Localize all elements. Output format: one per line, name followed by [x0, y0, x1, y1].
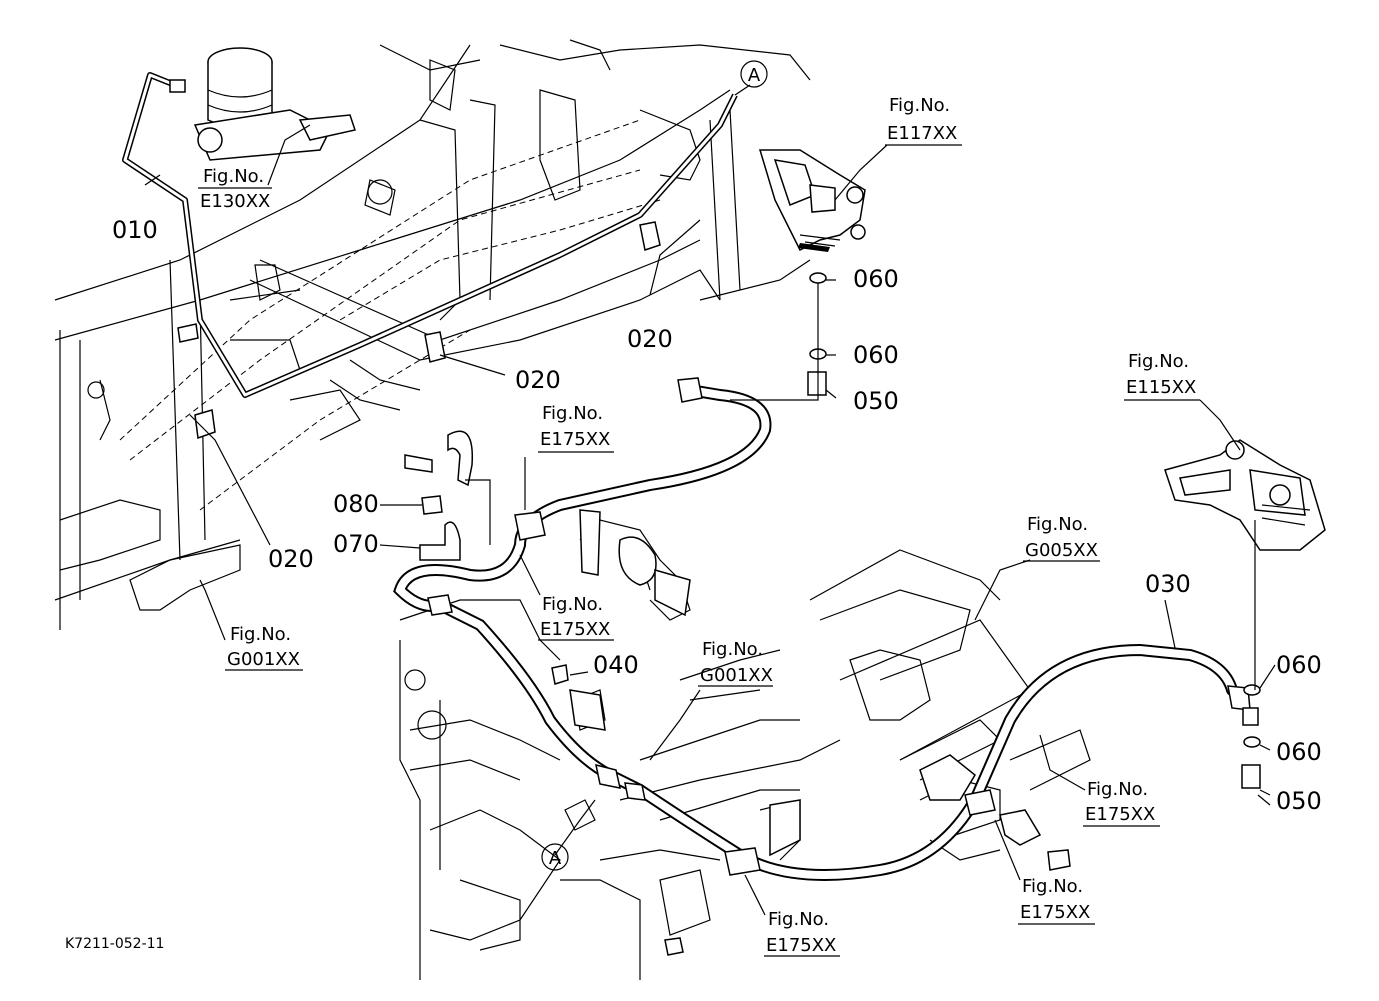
fig-ref-e175-upper: Fig.No. E175XX [538, 403, 614, 453]
fig-number: E117XX [887, 123, 957, 144]
callout-060-c: 060 [1276, 651, 1322, 679]
frame-structure [54, 39, 811, 630]
fig-ref-e130: Fig.No. E130XX [198, 166, 272, 212]
marker-a-upper: A [748, 65, 761, 86]
fig-label: Fig.No. [702, 639, 763, 660]
callout-060-d: 060 [1276, 738, 1322, 766]
callout-070: 070 [333, 530, 379, 558]
fig-number: E175XX [766, 935, 836, 956]
bolts-washers [807, 272, 1261, 789]
master-cylinder [169, 47, 356, 161]
callout-020-upper: 020 [627, 325, 673, 353]
fig-number: E130XX [200, 191, 270, 212]
fig-ref-e175-middle: Fig.No. E175XX [538, 594, 614, 641]
brake-pipe-010 [122, 72, 738, 398]
bolt-040 [551, 664, 606, 731]
fig-ref-g005: Fig.No. G005XX [1023, 514, 1100, 562]
fig-label: Fig.No. [542, 403, 603, 424]
callout-080: 080 [333, 490, 379, 518]
callout-060-a: 060 [853, 265, 899, 293]
callout-020-lower: 020 [268, 545, 314, 573]
fig-number: E175XX [1085, 804, 1155, 825]
brake-caliper-lower [1164, 439, 1326, 551]
bracket-lower-right [664, 754, 1071, 956]
fig-label: Fig.No. [1022, 876, 1083, 897]
circle-a-marker-lower [541, 843, 569, 871]
fig-number: E175XX [1020, 902, 1090, 923]
fig-ref-e175-right: Fig.No. E175XX [1083, 779, 1160, 827]
fig-ref-g001-middle: Fig.No. G001XX [698, 639, 773, 687]
leader-lines [144, 84, 1276, 916]
clamp-070-080 [404, 430, 691, 617]
pipe-clips-020 [177, 221, 661, 440]
callout-020-middle: 020 [515, 366, 561, 394]
fig-label: Fig.No. [768, 909, 829, 930]
fig-label: Fig.No. [542, 594, 603, 615]
fig-number: E175XX [540, 619, 610, 640]
brake-caliper-upper [758, 149, 866, 252]
figure-references: Fig.No. E130XX Fig.No. E117XX Fig.No. E1… [198, 95, 1200, 957]
callout-050-upper: 050 [853, 387, 899, 415]
fig-number: G001XX [227, 649, 300, 670]
fig-ref-e117: Fig.No. E117XX [885, 95, 962, 146]
fig-label: Fig.No. [203, 166, 264, 187]
fig-number: E175XX [540, 429, 610, 450]
marker-a-lower: A [549, 848, 562, 869]
reference-markers: A A [541, 60, 768, 871]
callout-030: 030 [1145, 570, 1191, 598]
fig-ref-e115: Fig.No. E115XX [1124, 351, 1200, 401]
fig-number: E115XX [1126, 377, 1196, 398]
diagram-code: K7211-052-11 [65, 936, 164, 952]
callout-010: 010 [112, 216, 158, 244]
fig-label: Fig.No. [889, 95, 950, 116]
fig-label: Fig.No. [1087, 779, 1148, 800]
fig-ref-e175-bottom: Fig.No. E175XX [764, 909, 840, 957]
fig-number: G005XX [1025, 540, 1098, 561]
fig-number: G001XX [700, 665, 773, 686]
brake-hose-left [393, 377, 1251, 881]
fig-ref-g001-left: Fig.No. G001XX [225, 624, 303, 671]
fig-label: Fig.No. [1027, 514, 1088, 535]
fig-ref-e175-lower-right: Fig.No. E175XX [1018, 876, 1095, 925]
lower-frame-structure [399, 519, 1091, 980]
callout-060-b: 060 [853, 341, 899, 369]
fig-label: Fig.No. [230, 624, 291, 645]
callout-040: 040 [593, 651, 639, 679]
callout-050-lower: 050 [1276, 787, 1322, 815]
circle-a-marker-upper [740, 60, 768, 88]
part-callouts: 010 020 020 020 030 040 050 050 060 060 … [112, 216, 1322, 815]
fig-label: Fig.No. [1128, 351, 1189, 372]
